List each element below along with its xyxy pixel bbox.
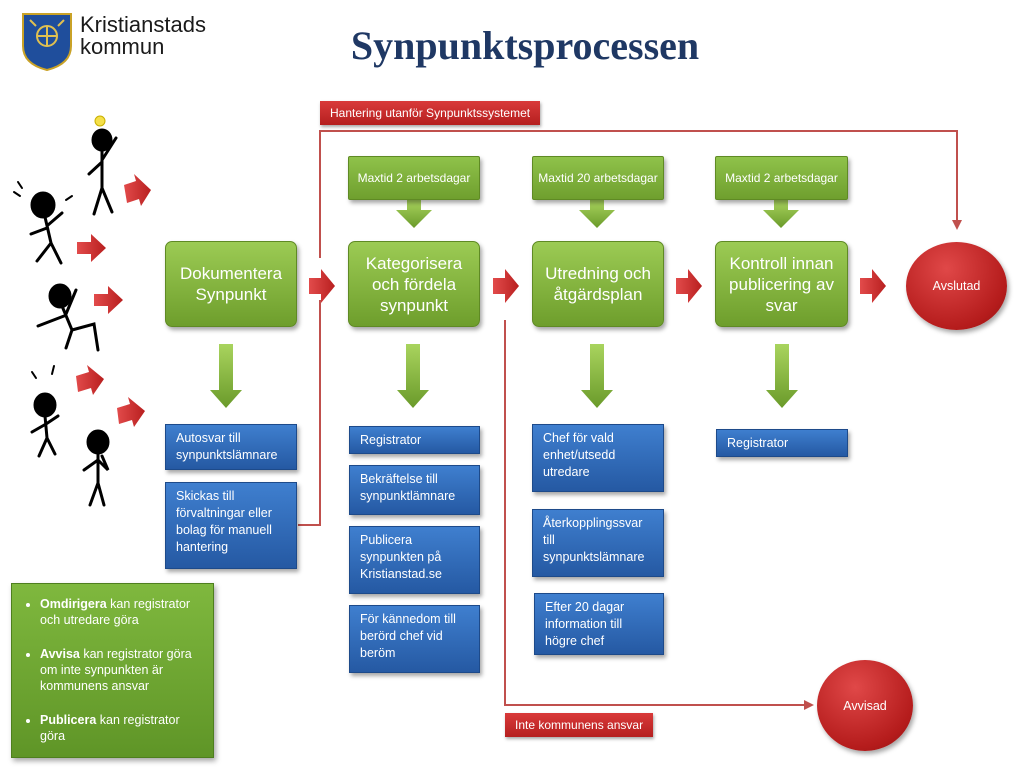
- page-title: Synpunktsprocessen: [350, 23, 700, 68]
- arrow-down-icon: [766, 344, 798, 408]
- arrow-right-icon: [94, 286, 123, 314]
- figure-angry-icon: [13, 181, 73, 265]
- detail-confirmation: Bekräftelse till synpunktlämnare: [349, 465, 480, 515]
- input-arrows: [76, 174, 151, 427]
- step-categorize: Kategorisera och fördela synpunkt: [348, 241, 480, 327]
- figure-sitting-icon: [36, 283, 100, 352]
- manual-handling-line: [298, 300, 321, 526]
- detail-arrows: [210, 344, 798, 408]
- outside-system-label: Hantering utanför Synpunktssystemet: [320, 101, 541, 125]
- org-name: Kristianstads kommun: [80, 14, 206, 58]
- reject-line: [504, 320, 814, 710]
- maxtid-step-3: Maxtid 20 arbetsdagar: [532, 156, 664, 200]
- org-name-line2: kommun: [80, 34, 165, 59]
- arrow-right-icon: [676, 269, 702, 303]
- figure-idea-icon: [87, 115, 118, 216]
- detail-feedback: Återkopplingssvar till synpunktslämnare: [532, 509, 664, 577]
- arrow-down-icon: [581, 344, 613, 408]
- note-item: Publicera kan registrator göra: [40, 712, 203, 744]
- note-item: Omdirigera kan registrator och utredare …: [40, 596, 203, 628]
- coat-of-arms-icon: [22, 13, 72, 72]
- figure-thinking-icon: [82, 429, 110, 507]
- notes-box: Omdirigera kan registrator och utredare …: [11, 583, 214, 758]
- detail-auto-reply: Autosvar till synpunktslämnare: [165, 424, 297, 470]
- maxtid-step-2: Maxtid 2 arbetsdagar: [348, 156, 480, 200]
- figure-confused-icon: [30, 365, 60, 458]
- detail-manual-handling: Skickas till förvaltningar eller bolag f…: [165, 482, 297, 569]
- end-rejected: Avvisad: [817, 660, 913, 751]
- arrow-right-icon: [493, 269, 519, 303]
- detail-publish: Publicera synpunkten på Kristianstad.se: [349, 526, 480, 594]
- end-done: Avslutad: [906, 242, 1007, 330]
- note-text: kan registrator göra: [40, 713, 180, 743]
- note-text: kan registrator och utredare göra: [40, 597, 191, 627]
- step-review: Kontroll innan publicering av svar: [715, 241, 848, 327]
- arrow-down-icon: [763, 200, 799, 228]
- detail-registrator: Registrator: [349, 426, 480, 454]
- detail-manager: Chef för vald enhet/utsedd utredare: [532, 424, 664, 492]
- arrow-down-icon: [210, 344, 242, 408]
- arrow-right-icon: [117, 397, 145, 427]
- detail-registrator-review: Registrator: [716, 429, 848, 457]
- step-document: Dokumentera Synpunkt: [165, 241, 297, 327]
- arrow-right-icon: [860, 269, 886, 303]
- org-name-line1: Kristianstads: [80, 12, 206, 37]
- note-item: Avvisa kan registrator göra om inte synp…: [40, 646, 203, 694]
- detail-praise: För kännedom till berörd chef vid beröm: [349, 605, 480, 673]
- arrow-down-icon: [397, 344, 429, 408]
- note-keyword: Publicera: [40, 713, 97, 727]
- not-municipality-label: Inte kommunens ansvar: [505, 713, 654, 737]
- note-text: kan registrator göra om inte synpunkten …: [40, 647, 192, 693]
- note-keyword: Omdirigera: [40, 597, 107, 611]
- arrow-down-icon: [579, 200, 615, 228]
- arrow-right-icon: [76, 365, 104, 395]
- flow-arrows: [309, 269, 886, 303]
- notes-list: Omdirigera kan registrator och utredare …: [22, 596, 203, 744]
- note-keyword: Avvisa: [40, 647, 80, 661]
- arrow-down-icon: [396, 200, 432, 228]
- arrow-right-icon: [309, 269, 335, 303]
- arrow-right-icon: [77, 234, 106, 262]
- detail-escalation: Efter 20 dagar information till högre ch…: [534, 593, 664, 655]
- maxtid-arrows: [396, 200, 799, 228]
- bypass-line: [319, 130, 962, 258]
- maxtid-step-4: Maxtid 2 arbetsdagar: [715, 156, 848, 200]
- arrow-right-icon: [124, 174, 151, 206]
- step-investigate: Utredning och åtgärdsplan: [532, 241, 664, 327]
